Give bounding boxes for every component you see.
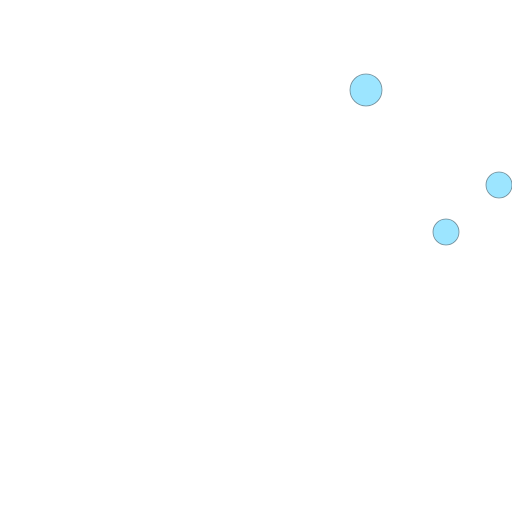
circle-target-3[interactable] [432,218,460,246]
circle-target-1[interactable] [349,73,383,107]
circle-target-2[interactable] [485,171,512,199]
